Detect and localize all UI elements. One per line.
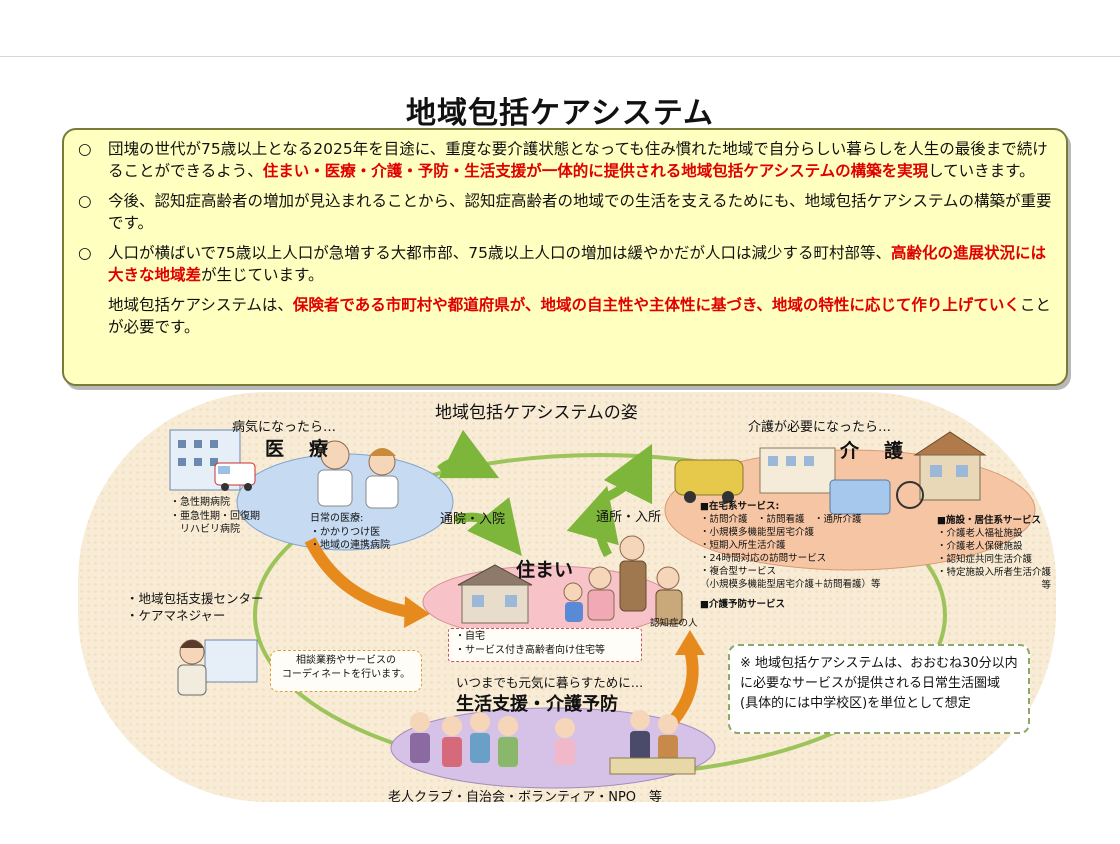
summary-paragraph-4: 地域包括ケアシステムは、保険者である市町村や都道府県が、地域の自主性や主体性に基…	[78, 294, 1052, 338]
p4-text-end: ことが必要です。	[108, 296, 1051, 336]
p1-text-end: していきます。	[928, 162, 1035, 180]
daily-medical-item: ・地域の連携病院	[310, 540, 390, 551]
housing-item: ・自宅	[455, 631, 485, 642]
hospital-item: ・急性期病院	[170, 497, 230, 508]
arrow-life-to-home	[667, 648, 699, 726]
support-center-item: ・地域包括支援センター	[126, 591, 264, 606]
life-support-heading: 生活支援・介護予防	[456, 694, 618, 715]
home-care-item: ・小規模多機能型居宅介護	[700, 527, 815, 538]
bullet-mark: ○	[78, 140, 92, 158]
hospital-item: ・亜急性期・回復期	[170, 510, 260, 522]
summary-paragraph-3: ○ 人口が横ばいで75歳以上人口が急増する大都市部、75歳以上人口の増加は緩やか…	[78, 242, 1052, 286]
facility-services: ■施設・居住系サービス ・介護老人福祉施設 ・介護老人保健施設 ・認知症共同生活…	[937, 514, 1051, 592]
home-care-item: （小規模多機能型居宅介護＋訪問看護）等	[700, 579, 881, 590]
arrow-support-to-home	[304, 537, 412, 618]
facility-item: ・特定施設入所者生活介護	[937, 567, 1052, 578]
daily-medical-list: 日常の医療: ・かかりつけ医 ・地域の連携病院	[310, 512, 390, 553]
diagram-title: 地域包括ケアシステムの姿	[435, 403, 638, 423]
dementia-label: 認知症の人	[650, 618, 698, 629]
p2-text: 今後、認知症高齢者の増加が見込まれることから、認知症高齢者の地域での生活を支える…	[108, 192, 1052, 232]
note-mark: ※	[740, 656, 751, 671]
flow-label-daycare: 通所・入所	[596, 510, 662, 525]
flow-label-hospital: 通院・入院	[440, 512, 506, 527]
home-care-services: ■在宅系サービス: ・訪問介護 ・訪問看護 ・通所介護 ・小規模多機能型居宅介護…	[700, 500, 881, 591]
summary-paragraph-2: ○ 今後、認知症高齢者の増加が見込まれることから、認知症高齢者の地域での生活を支…	[78, 190, 1052, 234]
home-care-item: ・複合型サービス	[700, 566, 777, 577]
care-caption: 介護が必要になったら…	[748, 420, 892, 435]
p4-text: 地域包括ケアシステムは、	[108, 296, 293, 314]
support-center-list: ・地域包括支援センター ・ケアマネジャー	[126, 590, 264, 624]
arrow-hospital-to-home	[453, 497, 522, 557]
medical-caption: 病気になったら…	[232, 420, 337, 435]
facility-item: ・介護老人保健施設	[937, 541, 1023, 552]
arrow-home-to-hospital	[436, 429, 500, 479]
p3-text-end: が生じています。	[201, 266, 324, 284]
coordination-text: 相談業務やサービスの	[296, 655, 396, 666]
p1-highlight: 住まい・医療・介護・予防・生活支援が一体的に提供される地域包括ケアシステムの構築…	[262, 162, 929, 180]
seniors-group-icon	[410, 710, 696, 775]
home-care-title: ■在宅系サービス:	[700, 501, 780, 512]
daily-medical-title: 日常の医療:	[310, 513, 364, 524]
care-manager-icon	[177, 639, 258, 696]
service-area-note: ※ 地域包括ケアシステムは、おおむね30分以内に必要なサービスが提供される日常生…	[728, 644, 1030, 734]
care-facility-icon	[674, 431, 987, 515]
bullet-mark: ○	[78, 244, 92, 262]
p3-highlight: 高齢化の進展状況には大きな地域差	[108, 244, 1047, 284]
house-icon	[457, 564, 533, 624]
hospital-item: リハビリ病院	[170, 524, 240, 535]
arrow-care-to-home	[566, 485, 619, 558]
arrow-head	[675, 630, 705, 655]
facility-item: ・介護老人福祉施設	[937, 528, 1023, 539]
prevention-service: ■介護予防サービス	[700, 599, 785, 610]
facility-item: ・認知症共同生活介護	[937, 554, 1033, 565]
community-groups: 老人クラブ・自治会・ボランティア・NPO 等	[388, 790, 663, 805]
top-divider	[0, 56, 1120, 57]
summary-box: ○ 団塊の世代が75歳以上となる2025年を目途に、重度な要介護状態となっても住…	[62, 128, 1068, 386]
hospital-list: ・急性期病院 ・亜急性期・回復期 リハビリ病院	[170, 496, 260, 537]
housing-list: ・自宅 ・サービス付き高齢者向け住宅等	[448, 628, 642, 662]
note-text: 地域包括ケアシステムは、おおむね30分以内に必要なサービスが提供される日常生活圏…	[740, 656, 1018, 711]
p1-text: 団塊の世代が75歳以上となる2025年を目途に、重度な要介護状態となっても住み慣…	[108, 140, 1048, 180]
summary-paragraph-1: ○ 団塊の世代が75歳以上となる2025年を目途に、重度な要介護状態となっても住…	[78, 138, 1052, 182]
home-care-item: ・24時間対応の訪問サービス	[700, 553, 827, 564]
doctors-icon	[317, 440, 399, 509]
arrow-home-to-care	[598, 443, 653, 505]
facility-item: 等	[1041, 580, 1052, 591]
facility-title: ■施設・居住系サービス	[937, 515, 1041, 526]
hospital-building-icon	[169, 429, 256, 491]
coordination-text: コーディネートを行います。	[281, 668, 411, 680]
bullet-mark: ○	[78, 192, 92, 210]
support-center-item: ・ケアマネジャー	[126, 608, 226, 623]
home-heading: 住まい	[516, 559, 574, 581]
p4-highlight: 保険者である市町村や都道府県が、地域の自主性や主体性に基づき、地域の特性に応じて…	[292, 296, 1020, 314]
page-title: 地域包括ケアシステム	[406, 96, 714, 131]
care-heading: 介 護	[840, 440, 907, 462]
arrow-head	[404, 596, 430, 628]
daily-medical-item: ・かかりつけ医	[310, 526, 381, 538]
p3-text: 人口が横ばいで75歳以上人口が急増する大都市部、75歳以上人口の増加は緩やかだが…	[108, 244, 891, 262]
medical-heading: 医 療	[265, 438, 332, 460]
home-care-item: ・訪問介護 ・訪問看護 ・通所介護	[700, 514, 862, 525]
family-icon	[563, 535, 683, 625]
housing-item: ・サービス付き高齢者向け住宅等	[455, 644, 605, 656]
coordination-bubble: 相談業務やサービスの コーディネートを行います。	[270, 650, 422, 692]
home-care-item: ・短期入所生活介護	[700, 540, 786, 551]
life-support-caption: いつまでも元気に暮らすために…	[456, 675, 644, 690]
